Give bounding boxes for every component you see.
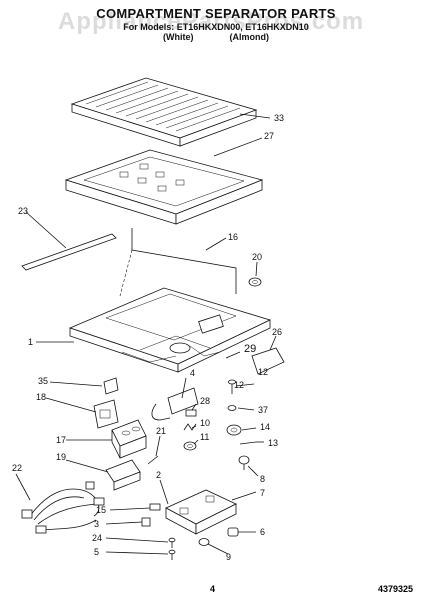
callout-33: 33 <box>274 113 284 123</box>
callout-15: 15 <box>96 505 106 515</box>
callout-6: 6 <box>260 527 265 537</box>
callout-14: 14 <box>260 422 270 432</box>
part-16-tube <box>119 228 237 297</box>
callout-21: 21 <box>156 426 166 436</box>
part-28-clip <box>185 409 197 417</box>
part-33-grille <box>70 77 258 147</box>
part-1-separator-panel <box>68 287 272 373</box>
callout-1: 1 <box>28 337 33 347</box>
part-7-base-housing <box>165 489 237 535</box>
part-6-cap <box>227 527 239 537</box>
callout-26: 26 <box>272 327 282 337</box>
part-22-wiring-harness <box>21 481 105 534</box>
callout-23: 23 <box>18 206 28 216</box>
diagram-title: COMPARTMENT SEPARATOR PARTS <box>96 6 336 21</box>
part-27-frame <box>64 149 264 225</box>
callout-9: 9 <box>226 552 231 562</box>
callout-20: 20 <box>252 252 262 262</box>
callout-13: 13 <box>268 438 278 448</box>
callout-19: 19 <box>56 452 66 462</box>
callout-12: 12 <box>258 367 268 377</box>
part-23-strip <box>21 233 117 271</box>
part-13-rod <box>239 441 257 445</box>
callout-24: 24 <box>92 533 102 543</box>
callout-labels: 33 27 23 16 20 1 26 29 12 35 4 12 18 28 … <box>12 113 284 562</box>
callout-18: 18 <box>36 392 46 402</box>
part-12-screw <box>228 379 236 394</box>
part-19-housing <box>105 459 141 491</box>
part-24-screw <box>168 537 176 548</box>
callout-16: 16 <box>228 232 238 242</box>
part-35-plug <box>103 377 119 395</box>
page-number: 4 <box>210 584 216 594</box>
part-3-clip <box>141 517 151 527</box>
color-variants: (White) (Almond) <box>0 32 432 42</box>
callout-35: 35 <box>38 376 48 386</box>
callout-7: 7 <box>260 488 265 498</box>
part-21-lever <box>147 455 159 465</box>
variant-white: (White) <box>163 32 194 42</box>
callout-4: 4 <box>190 368 195 378</box>
callout-22: 22 <box>12 463 22 473</box>
callout-11: 11 <box>200 432 209 442</box>
callout-28: 28 <box>200 396 210 406</box>
callout-2: 2 <box>156 470 161 480</box>
part-14-gear <box>226 424 242 436</box>
watermark: AppliancePartsPros.com <box>58 8 365 35</box>
part-9-grommet <box>198 538 210 546</box>
part-20-grommet <box>248 277 262 287</box>
callout-12b: 12 <box>234 380 244 390</box>
part-4-bracket <box>151 387 199 421</box>
callout-29: 29 <box>244 343 256 355</box>
document-number: 4379325 <box>378 584 414 594</box>
callout-27: 27 <box>264 131 274 141</box>
callout-5: 5 <box>94 547 99 557</box>
leader-lines <box>15 113 277 555</box>
part-37-washer <box>227 405 237 411</box>
part-5-screw <box>168 549 176 560</box>
variant-almond: (Almond) <box>229 32 270 42</box>
part-26-insulation <box>251 347 285 375</box>
model-numbers: For Models: ET16HKXDN00, ET16HKXDN10 <box>123 22 309 32</box>
callout-8: 8 <box>260 474 265 484</box>
callout-17: 17 <box>56 435 66 445</box>
part-18-bezel <box>93 399 119 429</box>
part-8-lamp <box>238 455 250 470</box>
part-11-knob <box>183 441 197 451</box>
callout-37: 37 <box>258 405 268 415</box>
callout-3: 3 <box>94 519 99 529</box>
callout-10: 10 <box>200 418 210 428</box>
part-17-control <box>111 419 147 459</box>
part-15-socket <box>149 503 161 511</box>
